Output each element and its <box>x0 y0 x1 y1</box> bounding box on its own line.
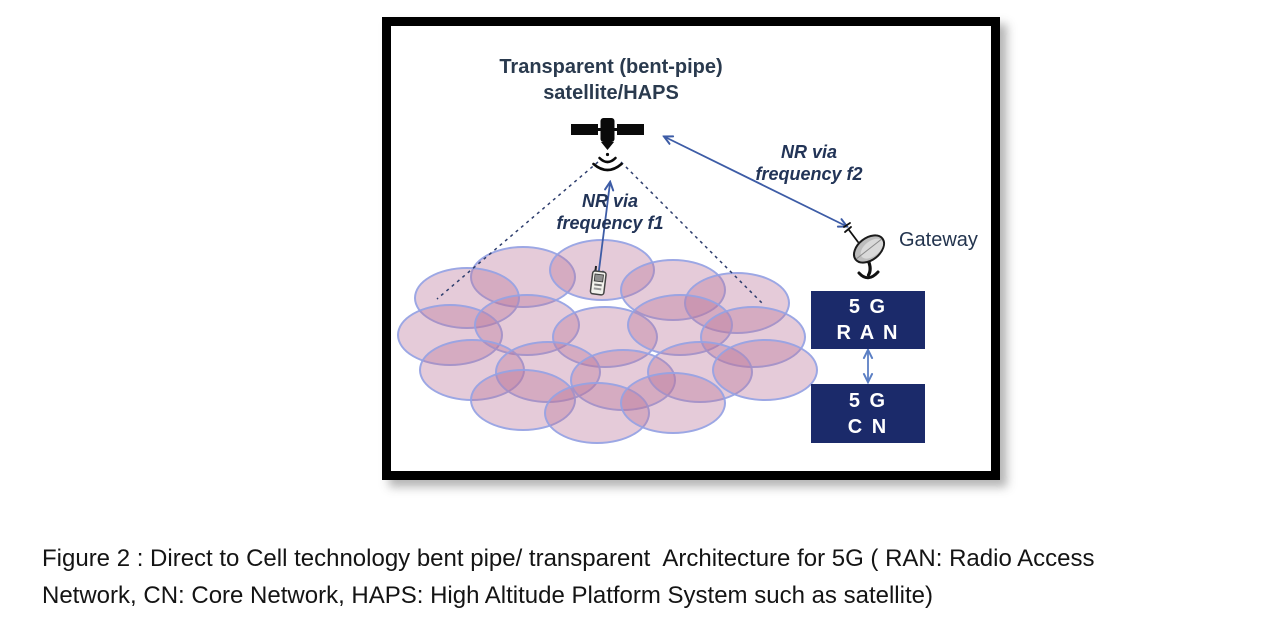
f2-frequency-label: NR via frequency f2 <box>724 141 894 185</box>
f1-label-line1: NR via <box>581 191 639 211</box>
figure-diagram: Transparent (bent-pipe) satellite/HAPS <box>391 26 991 471</box>
gateway-dish-icon <box>838 220 900 286</box>
f2-label-line2: frequency f2 <box>755 164 863 184</box>
f1-label-line2: frequency f1 <box>556 213 664 233</box>
coverage-cell <box>620 372 726 434</box>
cn-box-line1: 5 G <box>848 389 888 412</box>
ran-box: 5 G R A N <box>811 291 925 349</box>
ran-box-line1: 5 G <box>848 296 888 318</box>
figure-caption: Figure 2 : Direct to Cell technology ben… <box>42 540 1267 614</box>
figure-frame: Transparent (bent-pipe) satellite/HAPS <box>382 17 1000 480</box>
ran-box-line2: R A N <box>836 322 900 344</box>
satellite-title-line2: satellite/HAPS <box>543 82 679 104</box>
satellite-title-line1: Transparent (bent-pipe) <box>499 56 723 78</box>
f2-label-line1: NR via <box>780 142 838 162</box>
f1-frequency-label: NR via frequency f1 <box>525 190 695 234</box>
coverage-cell <box>712 339 818 401</box>
caption-line2: Network, CN: Core Network, HAPS: High Al… <box>42 582 933 609</box>
gateway-label: Gateway <box>899 229 978 251</box>
satellite-icon <box>571 118 644 184</box>
signal-waves-icon <box>592 152 623 172</box>
satellite-title: Transparent (bent-pipe) satellite/HAPS <box>491 54 731 106</box>
caption-line1: Figure 2 : Direct to Cell technology ben… <box>42 545 1095 572</box>
cn-box: 5 G C N <box>811 384 925 443</box>
cn-box-line2: C N <box>847 415 889 438</box>
phone-icon <box>588 265 610 298</box>
